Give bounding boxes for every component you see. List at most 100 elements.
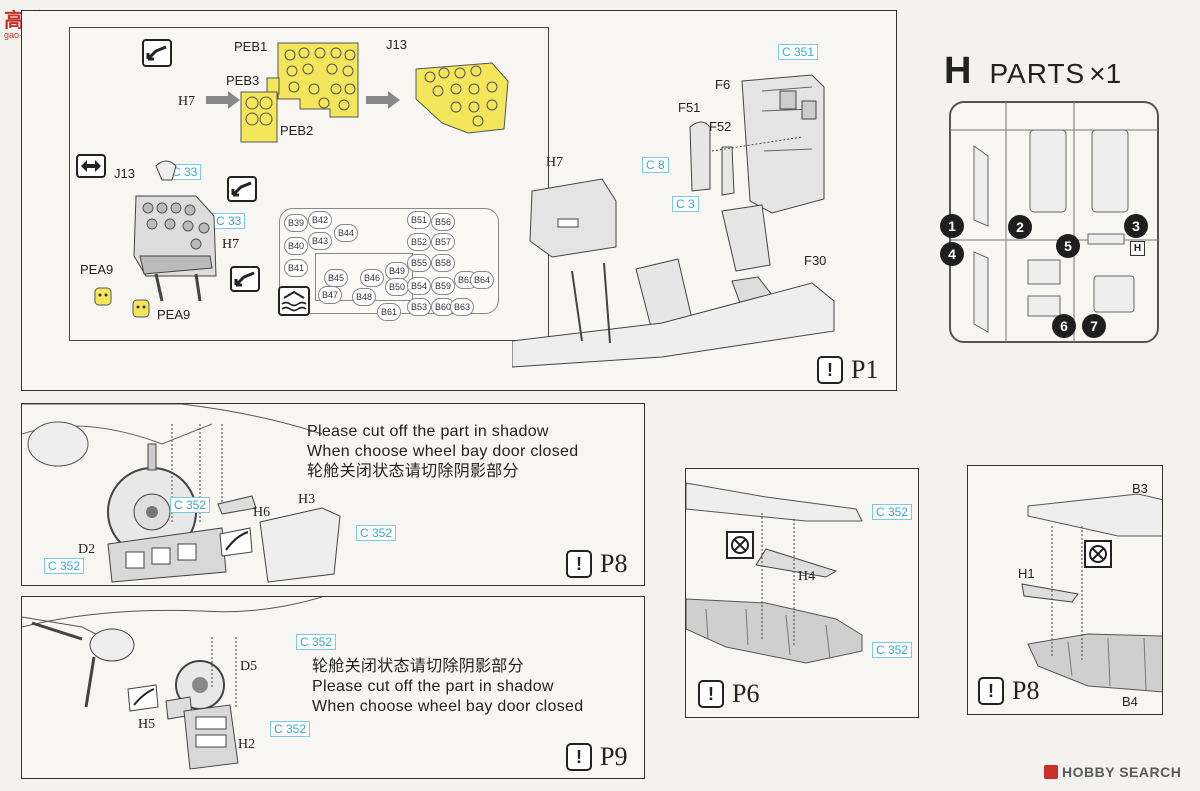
- page-number: P1: [851, 355, 879, 384]
- decal-number: B58: [431, 254, 455, 272]
- landing-gear-drawing: [22, 404, 341, 583]
- caution-icon: !: [566, 550, 592, 578]
- parts-title: PARTS: [989, 58, 1086, 89]
- label-pea9-b: PEA9: [157, 307, 191, 322]
- cockpit-assembly-drawing: [512, 74, 835, 368]
- label-f6: F6: [715, 77, 731, 92]
- photoetch-pea9-b: [132, 299, 150, 318]
- caution-icon: !: [978, 677, 1004, 705]
- decal-number: B53: [407, 298, 431, 316]
- ref-c351: C 351: [778, 44, 819, 60]
- page-number: P8: [1012, 676, 1040, 705]
- decal-number: B45: [324, 269, 348, 287]
- decal-number: B43: [308, 232, 332, 250]
- photoetch-panel-peb2: [240, 91, 278, 143]
- instrument-panel-h7-drawing: [133, 160, 217, 302]
- page-marker-p8: ! P8: [566, 549, 627, 579]
- ref-c352-a: C 352: [170, 497, 211, 513]
- panel-p9-wheel-door: 轮舱关闭状态请切除阴影部分 Please cut off the part in…: [21, 596, 645, 779]
- parts-h-sprue: [949, 101, 1159, 343]
- landing-gear-drawing: [22, 597, 322, 770]
- decal-number: B54: [407, 277, 431, 295]
- arrow-right-icon: [206, 91, 240, 109]
- ref-c33-b: C 33: [212, 213, 246, 229]
- photoetch-pea9-a: [94, 287, 112, 306]
- footer-brand: HOBBY SEARCH: [1044, 764, 1181, 780]
- label-h2: H2: [238, 737, 256, 752]
- ref-c352-b: C 352: [872, 642, 913, 658]
- label-f52: F52: [709, 119, 732, 134]
- note-line-3: When choose wheel bay door closed: [312, 698, 584, 715]
- label-h3: H3: [298, 492, 316, 507]
- ref-c352-a: C 352: [296, 634, 337, 650]
- water-icon: [278, 286, 310, 316]
- note-line-1: 轮舱关闭状态请切除阴影部分: [312, 658, 524, 675]
- label-peb2: PEB2: [280, 123, 314, 138]
- photoetch-panel-peb1: [277, 42, 359, 118]
- footer-brand-text: HOBBY SEARCH: [1062, 764, 1182, 780]
- note-line-2: When choose wheel bay door closed: [307, 443, 579, 460]
- decal-number: B39: [284, 214, 308, 232]
- ref-c8: C 8: [642, 157, 669, 173]
- decal-number: B52: [407, 233, 431, 251]
- label-f30: F30: [804, 253, 827, 268]
- decal-number: B59: [431, 277, 455, 295]
- page-marker-p8b: ! P8: [978, 676, 1039, 706]
- part-number-5: 5: [1056, 234, 1080, 258]
- decal-number: B55: [407, 254, 431, 272]
- note-line-2: Please cut off the part in shadow: [312, 678, 554, 695]
- page-number: P8: [600, 549, 628, 578]
- bend-icon: [227, 176, 257, 202]
- label-h7-right: H7: [546, 155, 564, 170]
- no-glue-icon: [726, 531, 754, 559]
- ref-c352-b: C 352: [356, 525, 397, 541]
- panel-p6-wing: H4 C 352 C 352 ! P6: [685, 468, 919, 718]
- no-glue-icon: [1084, 540, 1112, 568]
- label-d2: D2: [78, 542, 96, 557]
- part-number-2: 2: [1008, 215, 1032, 239]
- decal-number: B41: [284, 259, 308, 277]
- label-h7-mid: H7: [222, 237, 240, 252]
- part-number-4: 4: [940, 242, 964, 266]
- part-number-6: 6: [1052, 314, 1076, 338]
- panel-p8-wheel-door: Please cut off the part in shadow When c…: [21, 403, 645, 586]
- label-h6: H6: [253, 505, 271, 520]
- ref-c352-a: C 352: [872, 504, 913, 520]
- label-pea9-a: PEA9: [80, 262, 114, 277]
- note-line-3: 轮舱关闭状态请切除阴影部分: [307, 463, 519, 480]
- sprue-tag: H: [1130, 241, 1145, 256]
- parts-letter: H: [944, 50, 972, 92]
- decal-number: B48: [352, 288, 376, 306]
- decal-number: B40: [284, 237, 308, 255]
- parts-multiplier: ×1: [1089, 58, 1122, 89]
- label-h5: H5: [138, 717, 156, 732]
- decal-number: B61: [377, 303, 401, 321]
- label-b3: B3: [1132, 481, 1148, 496]
- ref-c33-a: C 33: [168, 164, 202, 180]
- parts-h-header: H PARTS ×1: [944, 50, 1121, 93]
- label-b4: B4: [1122, 694, 1138, 709]
- part-number-1: 1: [940, 214, 964, 238]
- label-d5: D5: [240, 659, 258, 674]
- decal-number: B47: [318, 286, 342, 304]
- note-block: Please cut off the part in shadow When c…: [307, 422, 578, 482]
- decal-number: B56: [431, 213, 455, 231]
- caution-icon: !: [817, 356, 843, 384]
- bend-icon: [230, 266, 260, 292]
- label-j13-mid: J13: [114, 166, 135, 181]
- decal-number: B46: [360, 269, 384, 287]
- wing-drawing: [1021, 493, 1162, 693]
- decal-number: B51: [407, 211, 431, 229]
- ref-c3: C 3: [672, 196, 699, 212]
- decal-number: B42: [308, 211, 332, 229]
- page-number: P6: [732, 679, 760, 708]
- decal-number: B64: [470, 271, 494, 289]
- photoetch-subframe: [69, 27, 549, 341]
- label-h1: H1: [1018, 566, 1035, 581]
- page-marker-p6: ! P6: [698, 679, 759, 709]
- wing-drawing: [686, 482, 863, 664]
- panel-p1-cockpit: PEB1 PEB3 H7 PEB2 J13 J13 C 33 C 33: [21, 10, 897, 391]
- swap-arrows-icon: [76, 154, 106, 178]
- panel-p8-wing: B3 H1 B4 ! P8: [967, 465, 1163, 715]
- decal-number: B63: [450, 298, 474, 316]
